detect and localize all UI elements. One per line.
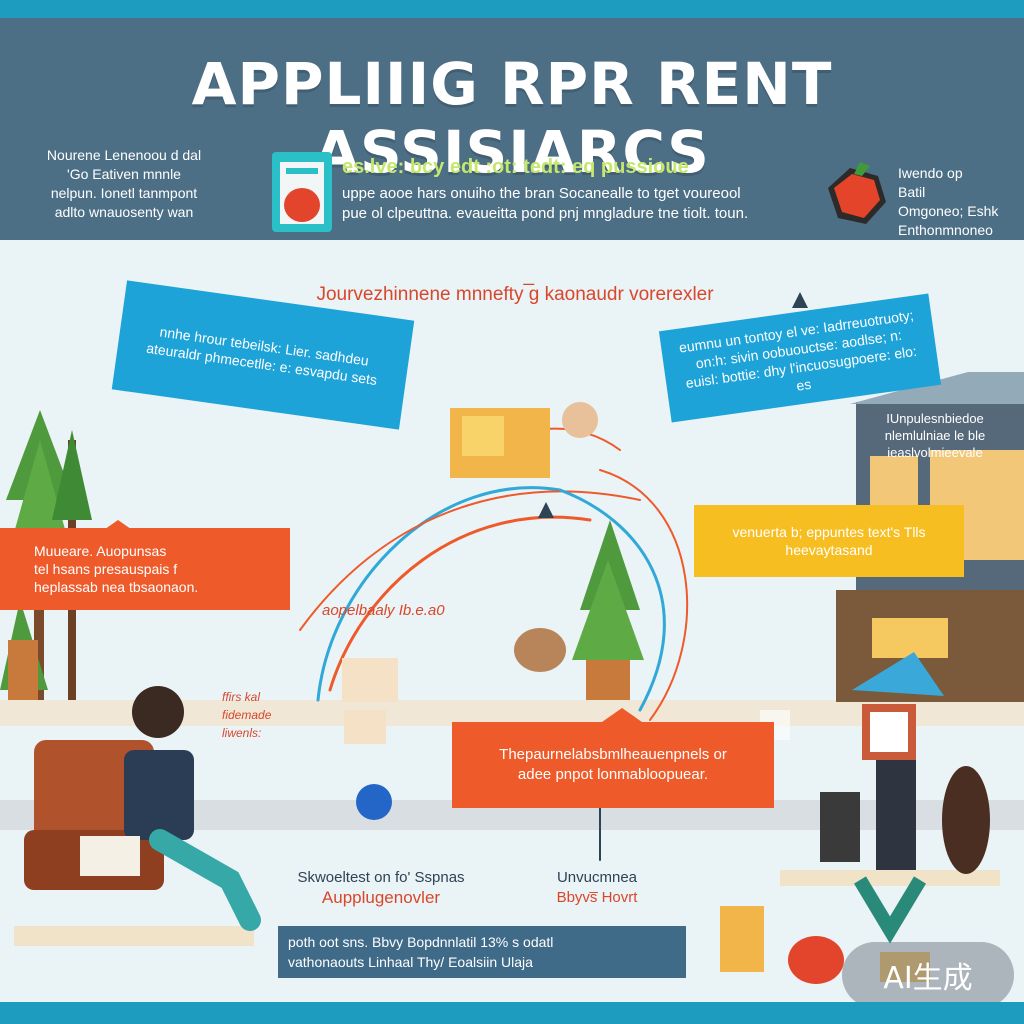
bottom-bar-line: poth oot sns. Bbvy Bopdnnlatil 13% s oda… bbox=[288, 934, 554, 950]
header-left-text: Nourene Lenenoou d dal 'Go Eativen mnnle… bbox=[34, 146, 214, 222]
header-left-line: 'Go Eativen mnnle bbox=[67, 166, 181, 182]
orange-left-line: tel hsans presauspais f bbox=[34, 561, 178, 577]
bottom-stripe bbox=[0, 1002, 1024, 1024]
building-sign-line: ieaslvolmieevale bbox=[887, 445, 983, 460]
header-right-line: Batil bbox=[898, 184, 926, 200]
building-sign: IUnpulesnbiedoe nlemlulniae le ble ieasl… bbox=[860, 410, 1010, 461]
building-sign-line: nlemlulniae le ble bbox=[884, 428, 986, 443]
red-side-line: liwenls: bbox=[222, 726, 262, 740]
bottom-left-label: Skwoeltest on fo' Sspnas Aupplugenovler bbox=[276, 868, 486, 908]
document-icon bbox=[272, 152, 332, 232]
center-line: Thepaurnelabsbmlheauenpnels or bbox=[499, 746, 727, 763]
red-side-text: ffirs kal fidemade liwenls: bbox=[222, 688, 292, 742]
header-left-line: Nourene Lenenoou d dal bbox=[46, 147, 202, 163]
red-side-line: ffirs kal bbox=[222, 690, 261, 704]
bottom-left-line: Aupplugenovler bbox=[321, 888, 441, 907]
bottom-right-line: Unvucmnea bbox=[556, 869, 638, 886]
center-info-box: Thepaurnelabsbmlheauenpnels or adee pnpo… bbox=[452, 722, 774, 808]
bottom-right-line: Bbyvs̅ Hovrt bbox=[556, 889, 638, 906]
page-title: APPLIIIG RPR RENT ASSISIARCS bbox=[191, 50, 833, 186]
header-mid-line: uppe aooe hars onuiho the bran Socaneall… bbox=[342, 185, 741, 202]
yellow-line: heevaytasand bbox=[785, 542, 873, 558]
umbrella-icon bbox=[852, 652, 944, 696]
header-left-line: nelpun. Ionetl tanmpont bbox=[50, 185, 198, 201]
header-band: APPLIIIG RPR RENT ASSISIARCS Nourene Len… bbox=[0, 18, 1024, 240]
bottom-bar-line: vathonaouts Linhaal Thy/ Eoalsiin Ulaja bbox=[288, 954, 533, 970]
header-right-line: Enthonmnoneo bbox=[898, 222, 993, 238]
curve-label: aopelbaaly Ib.e.a0 bbox=[322, 602, 445, 619]
yellow-line: venuerta b; eppuntes text's Tlls bbox=[732, 524, 926, 540]
center-line: adee pnpot lonmabloopuear. bbox=[517, 766, 709, 783]
bottom-right-label: Unvucmnea Bbyvs̅ Hovrt bbox=[522, 868, 672, 908]
tree-icon bbox=[572, 520, 644, 700]
bottom-left-line: Skwoeltest on fo' Sspnas bbox=[297, 869, 465, 886]
scene-subheading: Jourvezhinnene mnnefty ̅g kaonaudr vorer… bbox=[316, 284, 714, 305]
orange-left-line: Muueare. Auopunsas bbox=[34, 543, 167, 559]
bottom-info-bar: poth oot sns. Bbvy Bopdnnlatil 13% s oda… bbox=[278, 926, 686, 978]
header-mid-heading: es.lve: bcy edt :ot: tedt: eq pussioue bbox=[342, 156, 689, 178]
header-mid-line: pue ol clpeuttna. evaueitta pond pnj mng… bbox=[342, 205, 749, 222]
header-right-line: Iwendo op bbox=[898, 165, 963, 181]
header-right-line: Omgoneo; Eshk bbox=[898, 203, 999, 219]
ai-generated-badge: AI生成 bbox=[842, 942, 1014, 1008]
orange-left-line: heplassab nea tbsaonaon. bbox=[34, 579, 199, 595]
orange-info-box-left: Muueare. Auopunsas tel hsans presauspais… bbox=[0, 528, 290, 610]
yellow-info-box: venuerta b; eppuntes text's Tlls heevayt… bbox=[694, 505, 964, 577]
scene-illustration bbox=[0, 292, 1024, 984]
header-left-line: adlto wnauosenty wan bbox=[54, 204, 194, 220]
apple-icon bbox=[828, 162, 886, 224]
top-stripe bbox=[0, 0, 1024, 18]
red-side-line: fidemade bbox=[222, 708, 272, 722]
header-right-text: Iwendo op Batil Omgoneo; Eshk Enthonmnon… bbox=[898, 164, 1008, 240]
building-sign-line: IUnpulesnbiedoe bbox=[886, 411, 984, 426]
header-mid-body: uppe aooe hars onuiho the bran Socaneall… bbox=[342, 184, 812, 224]
